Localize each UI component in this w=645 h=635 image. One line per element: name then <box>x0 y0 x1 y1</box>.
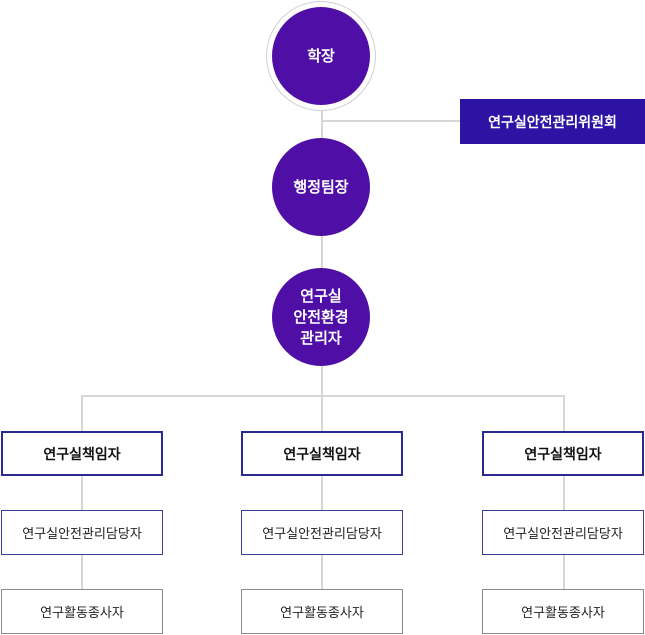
research-worker-box-3: 연구활동종사자 <box>482 589 644 634</box>
env-manager-label-line2: 안전환경 <box>293 307 349 326</box>
connector-col3-lead-to-manager <box>563 476 565 510</box>
connector-branch-horizontal <box>81 395 565 397</box>
lab-safety-manager-label: 연구실안전관리담당자 <box>503 527 623 542</box>
lab-safety-manager-box-1: 연구실안전관리담당자 <box>1 510 163 555</box>
connector-col1-manager-to-worker <box>81 555 83 589</box>
president-label: 학장 <box>307 46 335 65</box>
connector-col2-manager-to-worker <box>321 555 323 589</box>
research-worker-label: 연구활동종사자 <box>521 606 605 621</box>
lab-lead-box-3: 연구실책임자 <box>482 431 644 476</box>
env-manager-label-line3: 관리자 <box>300 328 342 347</box>
admin-team-leader-node: 행정팀장 <box>272 138 370 236</box>
connector-branch-left <box>81 395 83 432</box>
lab-safety-manager-box-2: 연구실안전관리담당자 <box>241 510 403 555</box>
lab-safety-manager-label: 연구실안전관리담당자 <box>22 527 142 542</box>
research-worker-label: 연구활동종사자 <box>280 606 364 621</box>
lab-lead-label: 연구실책임자 <box>283 446 361 463</box>
committee-box: 연구실안전관리위원회 <box>460 99 645 144</box>
lab-safety-manager-label: 연구실안전관리담당자 <box>262 527 382 542</box>
lab-lead-label: 연구실책임자 <box>43 446 121 463</box>
lab-lead-box-1: 연구실책임자 <box>1 431 163 476</box>
committee-label: 연구실안전관리위원회 <box>488 114 617 131</box>
research-worker-label: 연구활동종사자 <box>40 606 124 621</box>
lab-safety-manager-box-3: 연구실안전관리담당자 <box>482 510 644 555</box>
president-node: 학장 <box>272 7 370 105</box>
connector-admin-to-env <box>321 234 323 269</box>
connector-col2-lead-to-manager <box>321 476 323 510</box>
connector-col3-manager-to-worker <box>563 555 565 589</box>
connector-env-to-branch <box>321 366 323 431</box>
connector-col1-lead-to-manager <box>81 476 83 510</box>
research-worker-box-2: 연구활동종사자 <box>241 589 403 634</box>
connector-president-to-admin <box>321 110 323 145</box>
research-worker-box-1: 연구활동종사자 <box>1 589 163 634</box>
connector-to-committee <box>321 120 461 122</box>
lab-lead-box-2: 연구실책임자 <box>241 431 403 476</box>
connector-branch-right <box>563 395 565 432</box>
env-manager-label-line1: 연구실 <box>300 286 342 305</box>
admin-team-leader-label: 행정팀장 <box>293 177 349 196</box>
env-manager-node: 연구실 안전환경 관리자 <box>272 268 370 366</box>
lab-lead-label: 연구실책임자 <box>524 446 602 463</box>
